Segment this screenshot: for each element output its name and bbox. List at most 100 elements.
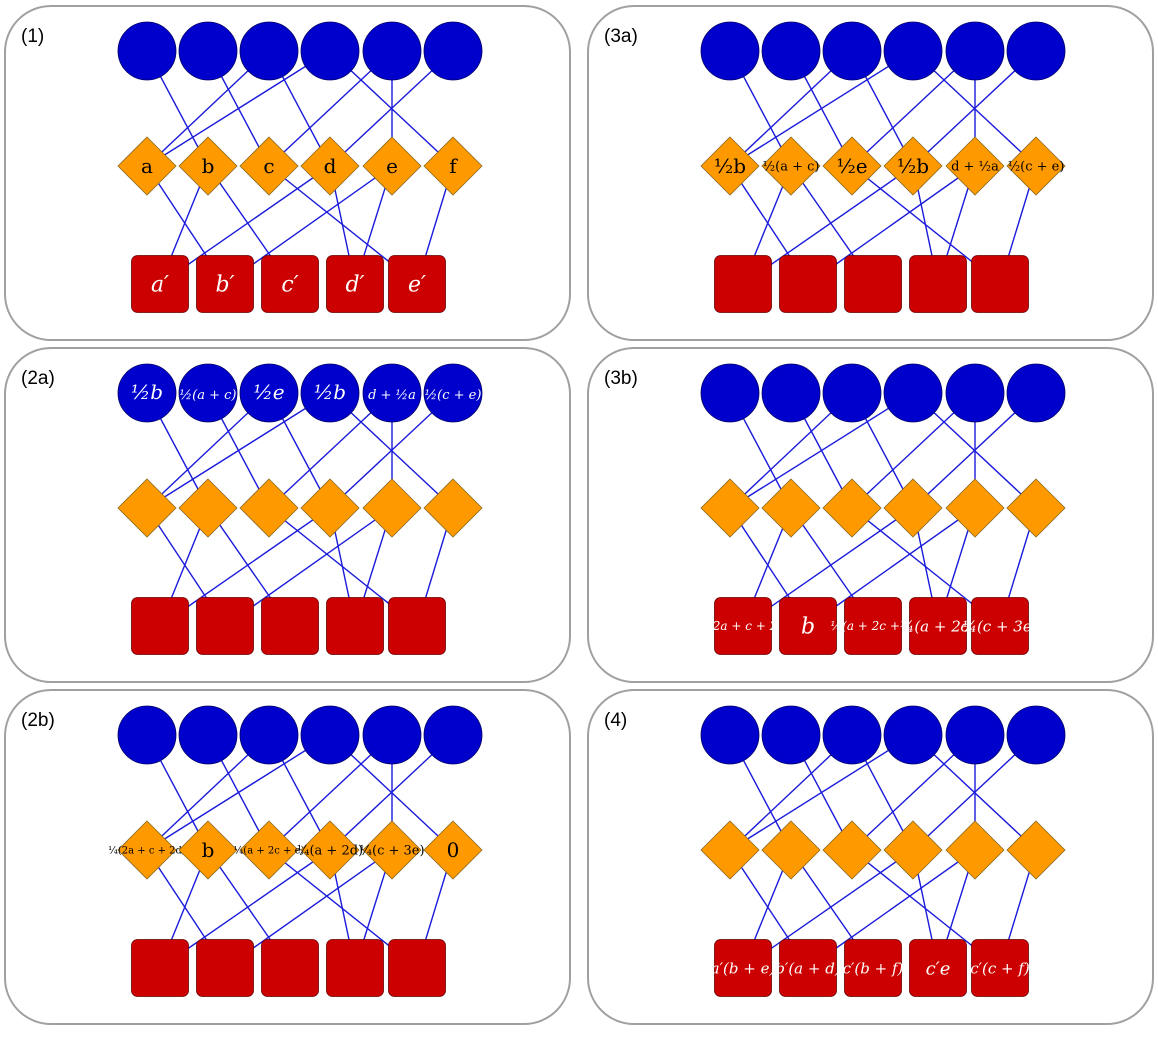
bottom-square-node	[909, 255, 967, 313]
bottom-square-node	[844, 255, 902, 313]
middle-diamond-node	[883, 136, 943, 196]
middle-diamond-node	[700, 820, 760, 880]
middle-diamond-node	[761, 820, 821, 880]
bottom-node-label: a′(b + e)	[711, 959, 776, 977]
middle-node-label: b	[202, 154, 215, 178]
middle-diamond-node	[822, 136, 882, 196]
bottom-node-label: d′	[345, 273, 364, 298]
middle-diamond-node	[822, 478, 882, 538]
bottom-square-node	[196, 255, 254, 313]
bottom-square-node	[196, 939, 254, 997]
middle-diamond-node	[239, 820, 299, 880]
bottom-square-node	[131, 255, 189, 313]
top-circle-node	[239, 363, 299, 423]
middle-diamond-node	[117, 136, 177, 196]
top-circle-node	[178, 705, 238, 765]
top-circle-node	[362, 705, 422, 765]
edge-top-middle	[146, 50, 331, 167]
middle-diamond-node	[761, 136, 821, 196]
top-circle-node	[1006, 21, 1066, 81]
top-node-label: d + ½a	[368, 388, 416, 403]
bottom-node-label: b′(a + d)	[775, 959, 841, 977]
middle-node-label: c	[263, 154, 274, 178]
top-node-label: ½(c + e)	[425, 388, 482, 403]
bottom-node-label: c′(b + f)	[843, 959, 904, 977]
top-circle-node	[239, 705, 299, 765]
middle-diamond-node	[822, 820, 882, 880]
middle-node-label: d + ½a	[951, 160, 999, 175]
top-node-label: ½b	[131, 380, 163, 404]
middle-diamond-node	[117, 478, 177, 538]
middle-node-label: a	[141, 154, 153, 178]
bottom-node-label: c′	[281, 273, 298, 298]
edge-top-middle	[729, 734, 914, 851]
top-circle-node	[945, 21, 1005, 81]
bottom-node-label: b	[801, 615, 815, 640]
middle-diamond-node	[362, 478, 422, 538]
bottom-square-node	[971, 597, 1029, 655]
top-circle-node	[117, 363, 177, 423]
middle-node-label: ¼(a + 2c + e)	[234, 846, 305, 857]
bottom-square-node	[844, 597, 902, 655]
bottom-square-node	[779, 939, 837, 997]
edge-top-middle	[729, 50, 914, 167]
bottom-square-node	[909, 597, 967, 655]
bottom-node-label: a′	[151, 273, 169, 298]
top-circle-node	[300, 705, 360, 765]
bottom-square-node	[131, 597, 189, 655]
bottom-square-node	[261, 939, 319, 997]
panel-label: (3b)	[604, 368, 638, 389]
top-circle-node	[178, 21, 238, 81]
top-circle-node	[883, 705, 943, 765]
middle-node-label: ½(c + e)	[1008, 160, 1065, 175]
top-circle-node	[822, 705, 882, 765]
middle-diamond-node	[1006, 478, 1066, 538]
bottom-node-label: b′	[215, 273, 234, 298]
middle-diamond-node	[300, 136, 360, 196]
top-circle-node	[423, 363, 483, 423]
middle-diamond-node	[883, 820, 943, 880]
middle-node-label: b	[202, 838, 215, 862]
bottom-square-node	[261, 255, 319, 313]
middle-diamond-node	[300, 820, 360, 880]
top-circle-node	[945, 705, 1005, 765]
top-circle-node	[761, 21, 821, 81]
top-circle-node	[761, 363, 821, 423]
top-circle-node	[883, 21, 943, 81]
top-node-label: ½(a + c)	[180, 388, 237, 403]
bottom-node-label: ¼(c + 3e)	[962, 617, 1037, 635]
top-circle-node	[700, 705, 760, 765]
top-circle-node	[700, 21, 760, 81]
middle-node-label: ½b	[714, 154, 746, 178]
bottom-node-label: c′e	[926, 958, 951, 979]
middle-node-label: ½(a + c)	[763, 160, 820, 175]
middle-diamond-node	[1006, 820, 1066, 880]
top-circle-node	[761, 705, 821, 765]
bottom-square-node	[714, 597, 772, 655]
top-circle-node	[883, 363, 943, 423]
middle-diamond-node	[300, 478, 360, 538]
bottom-square-node	[261, 597, 319, 655]
bottom-square-node	[909, 939, 967, 997]
bottom-square-node	[388, 939, 446, 997]
bottom-node-label: ¼(a + 2d)	[900, 617, 977, 635]
bottom-square-node	[844, 939, 902, 997]
panel-label: (2b)	[21, 710, 55, 731]
middle-diamond-node	[178, 136, 238, 196]
middle-node-label: f	[449, 154, 458, 178]
top-circle-node	[117, 21, 177, 81]
middle-node-label: ½e	[836, 154, 867, 178]
middle-diamond-node	[945, 478, 1005, 538]
bottom-square-node	[326, 939, 384, 997]
bottom-node-label: ¼(a + 2c + e)	[831, 619, 916, 633]
top-circle-node	[178, 363, 238, 423]
middle-diamond-node	[700, 136, 760, 196]
middle-node-label: 0	[447, 838, 460, 862]
panel-label: (2a)	[21, 368, 55, 389]
top-circle-node	[822, 21, 882, 81]
middle-node-label: e	[386, 154, 398, 178]
